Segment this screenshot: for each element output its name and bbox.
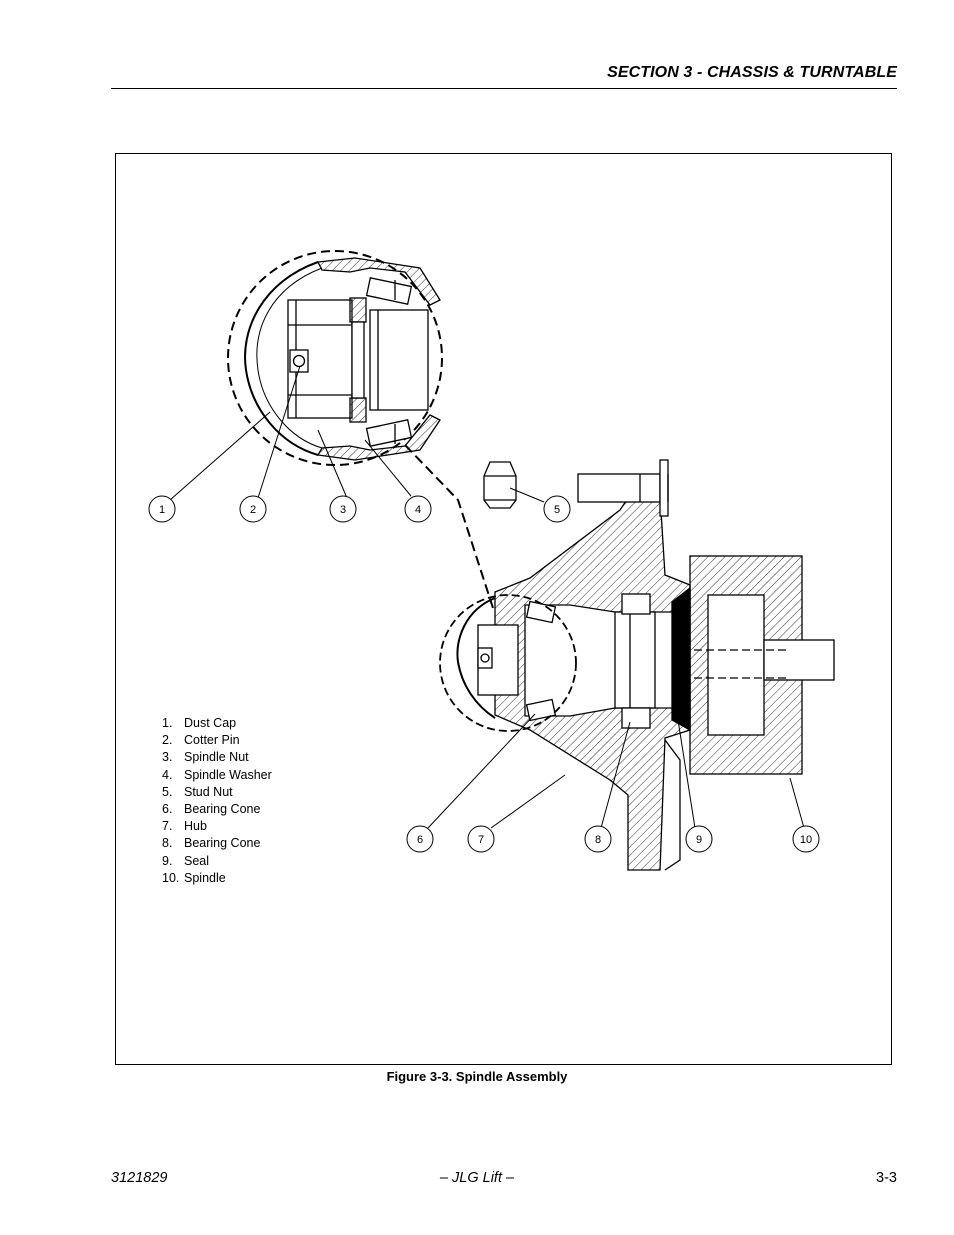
svg-text:6: 6 (417, 834, 423, 846)
legend-item: 3.Spindle Nut (162, 750, 249, 765)
figure-caption: Figure 3-3. Spindle Assembly (386, 1069, 568, 1084)
callout-2: 2 (239, 495, 267, 523)
legend-item: 10.Spindle (162, 870, 226, 885)
doc-number: 3121829 (111, 1170, 168, 1186)
main-assembly-view (439, 459, 835, 871)
page-number: 3-3 (876, 1170, 897, 1186)
callout-3: 3 (329, 495, 357, 523)
legend-item: 2.Cotter Pin (162, 733, 240, 748)
svg-text:2: 2 (250, 504, 256, 516)
svg-text:5: 5 (554, 504, 560, 516)
parts-legend: 1.Dust Cap 2.Cotter Pin 3.Spindle Nut 4.… (162, 715, 272, 887)
callout-10: 10 (792, 825, 820, 853)
svg-text:10: 10 (800, 834, 812, 846)
detail-view (227, 250, 443, 466)
leader-lines (169, 365, 805, 829)
callout-5: 5 (543, 495, 571, 523)
svg-text:9: 9 (696, 834, 702, 846)
detail-link-line (404, 444, 494, 609)
legend-item: 1.Dust Cap (162, 716, 237, 730)
callout-7: 7 (467, 825, 495, 853)
legend-item: 4.Spindle Washer (162, 767, 272, 782)
callout-4: 4 (404, 495, 432, 523)
legend-item: 7.Hub (162, 819, 207, 834)
legend-item: 6.Bearing Cone (162, 802, 261, 817)
callout-6: 6 (406, 825, 434, 853)
legend-item: 8.Bearing Cone (162, 836, 261, 851)
legend-item: 9.Seal (162, 853, 210, 868)
callout-8: 8 (584, 825, 612, 853)
callout-1: 1 (148, 495, 176, 523)
svg-text:7: 7 (478, 834, 484, 846)
svg-text:4: 4 (415, 504, 421, 516)
svg-text:1: 1 (159, 504, 165, 516)
publisher-label: – JLG Lift – (439, 1170, 515, 1186)
section-title: SECTION 3 - CHASSIS & TURNTABLE (607, 64, 897, 81)
svg-text:8: 8 (595, 834, 601, 846)
callout-9: 9 (685, 825, 713, 853)
svg-text:3: 3 (340, 504, 346, 516)
legend-item: 5.Stud Nut (162, 784, 233, 799)
header-rule (111, 88, 897, 89)
figure-frame (115, 153, 892, 1065)
